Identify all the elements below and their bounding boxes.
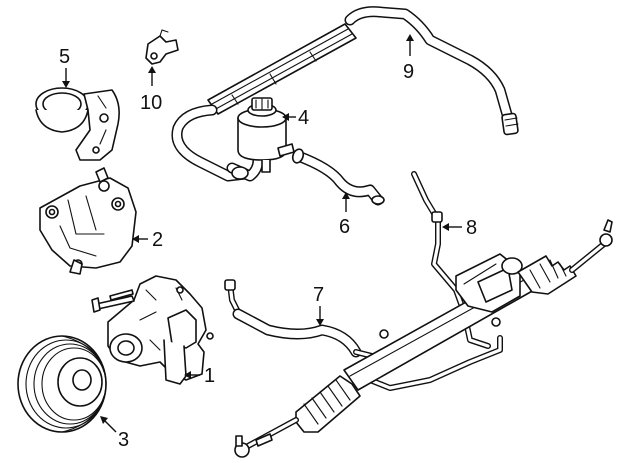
callout-3-label: 3 — [118, 429, 129, 451]
callout-5: 5 — [59, 46, 70, 88]
callout-10: 10 — [140, 66, 162, 114]
callout-4-label: 4 — [298, 107, 309, 129]
callout-9: 9 — [403, 34, 414, 83]
callout-4: 4 — [282, 107, 309, 129]
pump-pulley — [17, 335, 107, 433]
callout-2: 2 — [132, 229, 163, 251]
callout-8-label: 8 — [466, 217, 477, 239]
callout-7: 7 — [313, 284, 324, 326]
callout-1: 1 — [184, 365, 215, 387]
callout-5-label: 5 — [59, 46, 70, 68]
callout-10-label: 10 — [140, 92, 162, 114]
callout-1-label: 1 — [204, 365, 215, 387]
callout-2-label: 2 — [152, 229, 163, 251]
callout-6-label: 6 — [339, 216, 350, 238]
pressure-hose — [224, 279, 375, 359]
pump-mount-bracket — [35, 87, 120, 161]
suction-hose — [291, 148, 385, 206]
callout-9-label: 9 — [403, 61, 414, 83]
pump-bracket — [39, 167, 137, 275]
callout-6: 6 — [339, 192, 350, 238]
callout-8: 8 — [442, 217, 477, 239]
reservoir — [237, 97, 295, 173]
bracket-clip — [145, 29, 179, 65]
steering-rack — [234, 219, 613, 458]
power-steering-pump — [91, 275, 214, 385]
return-hose-assembly — [171, 6, 519, 182]
callout-3: 3 — [100, 416, 129, 451]
callout-7-label: 7 — [313, 284, 324, 306]
